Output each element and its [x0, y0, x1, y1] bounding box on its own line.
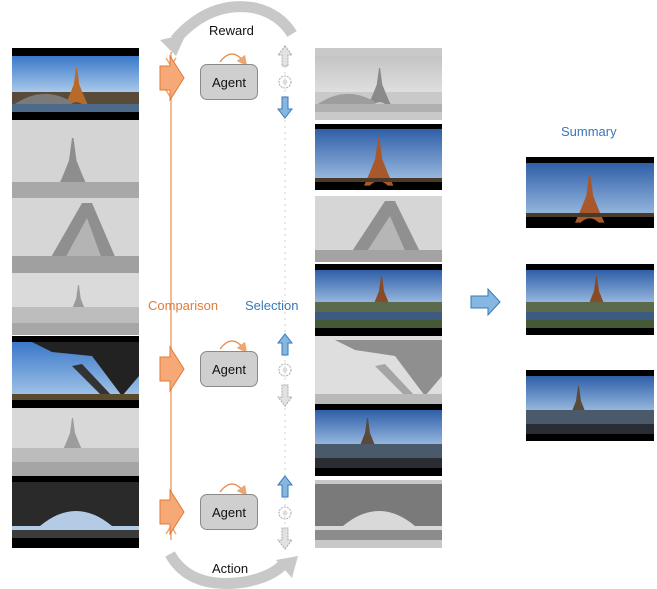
reward-curve-arrow — [170, 1, 297, 44]
selection-label: Selection — [245, 298, 299, 313]
left-frame-1 — [12, 48, 139, 120]
action-label: Action — [212, 561, 249, 576]
agent-label-2: Agent — [212, 361, 246, 377]
summary-frame-1 — [526, 157, 654, 228]
left-frame-7 — [12, 476, 139, 548]
right-frame-1 — [315, 48, 442, 120]
right-frame-3 — [315, 196, 442, 262]
orange-arrow-1 — [159, 54, 185, 102]
left-frame-5 — [12, 336, 139, 408]
decision-icons-3 — [276, 475, 294, 550]
summary-frame-2 — [526, 264, 654, 335]
decision-icons-2 — [276, 333, 294, 407]
summary-label: Summary — [561, 124, 617, 139]
orange-arrow-3 — [159, 488, 185, 536]
right-frame-7 — [315, 480, 442, 548]
agent-box-2: Agent — [200, 351, 258, 387]
summary-arrow — [470, 287, 501, 317]
right-frame-2 — [315, 124, 442, 190]
orange-arrow-2 — [159, 345, 185, 393]
right-frame-5 — [315, 336, 442, 404]
agent-box-3: Agent — [200, 494, 258, 530]
reward-label: Reward — [209, 23, 254, 38]
right-frame-4 — [315, 264, 442, 336]
agent-box-1: Agent — [200, 64, 258, 100]
left-frame-2 — [12, 120, 139, 198]
decision-icons-1 — [276, 45, 294, 119]
summary-frame-3 — [526, 370, 654, 441]
left-frame-6 — [12, 408, 139, 476]
comparison-label: Comparison — [148, 298, 219, 313]
action-curve-arrow — [165, 551, 290, 589]
agent-label-3: Agent — [212, 504, 246, 520]
left-frame-3 — [12, 198, 139, 273]
left-frame-4 — [12, 273, 139, 335]
right-frame-6 — [315, 404, 442, 476]
agent-label-1: Agent — [212, 74, 246, 90]
